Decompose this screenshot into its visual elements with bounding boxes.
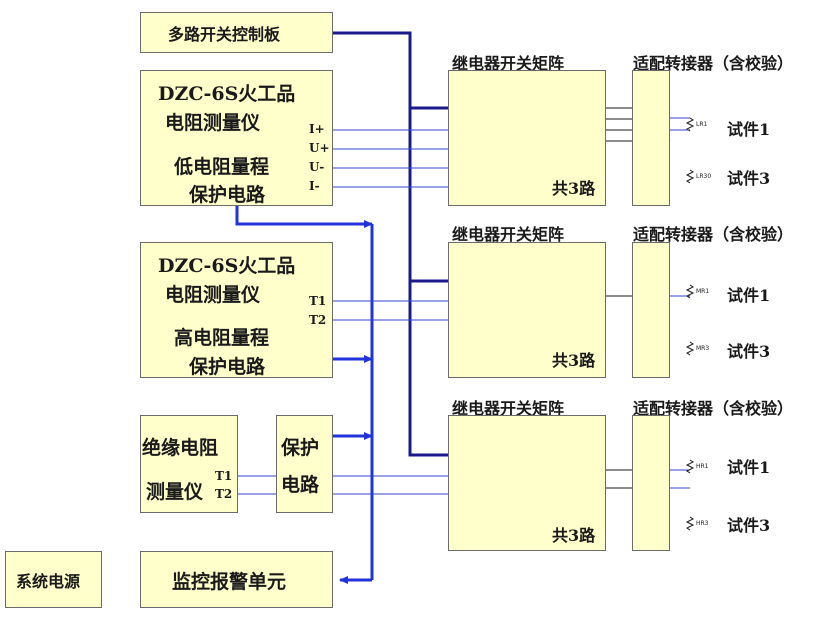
insulation-meter-line2: 测量仪 <box>146 481 204 503</box>
relay-matrix-box-2 <box>448 242 606 378</box>
protect-box <box>276 415 333 513</box>
resistor-label-hr1: HR1 <box>696 463 709 470</box>
low-meter-line2: 电阻测量仪 <box>165 112 261 134</box>
port-t1-high: T1 <box>309 294 327 308</box>
port-u-plus: U+ <box>309 141 330 155</box>
relay-matrix-box-1 <box>448 70 606 206</box>
low-meter-line4: 保护电路 <box>189 184 266 206</box>
adapter-box-2 <box>632 242 670 378</box>
relay-title-3: 继电器开关矩阵 <box>452 399 565 418</box>
low-meter-box <box>140 70 333 206</box>
adapter-box-3 <box>632 415 670 551</box>
port-t2-insulation: T2 <box>215 487 233 501</box>
relay-title-2: 继电器开关矩阵 <box>452 225 565 244</box>
low-meter-line3: 低电阻量程 <box>174 156 270 178</box>
port-i-plus: I+ <box>309 122 325 136</box>
port-i-minus: I- <box>309 179 320 193</box>
relay-count-3: 共3路 <box>552 526 596 545</box>
control-board-label: 多路开关控制板 <box>168 25 281 44</box>
adapter-title-1: 适配转接器（含校验） <box>633 54 794 73</box>
resistor-label-lr30: LR30 <box>696 173 712 180</box>
alarm-box <box>140 551 333 608</box>
protect-box-line2: 电路 <box>281 474 320 496</box>
high-meter-line3: 高电阻量程 <box>174 327 270 349</box>
insulation-meter-box <box>140 415 238 513</box>
protect-box-line1: 保护 <box>281 437 320 459</box>
high-meter-line1: DZC-6S火工品 <box>158 255 296 277</box>
adapter-box-1 <box>632 70 670 206</box>
relay-matrix-box-3 <box>448 415 606 551</box>
relay-title-1: 继电器开关矩阵 <box>452 54 565 73</box>
high-meter-line4: 保护电路 <box>189 356 266 378</box>
adapter-title-3: 适配转接器（含校验） <box>633 399 794 418</box>
item1-row1: 试件1 <box>727 120 771 139</box>
port-u-minus: U- <box>309 160 325 174</box>
item3-row1: 试件3 <box>727 169 771 188</box>
item3-row3: 试件3 <box>727 516 771 535</box>
port-t2-high: T2 <box>309 313 327 327</box>
resistor-symbols <box>685 117 695 531</box>
port-t1-insulation: T1 <box>215 469 233 483</box>
adapter-title-2: 适配转接器（含校验） <box>633 225 794 244</box>
high-meter-line2: 电阻测量仪 <box>165 284 261 306</box>
alarm-label: 监控报警单元 <box>172 571 287 593</box>
item1-row2: 试件1 <box>727 286 771 305</box>
item1-row3: 试件1 <box>727 458 771 477</box>
resistor-label-mr3: MR3 <box>696 345 710 352</box>
resistor-label-lr1: LR1 <box>696 121 708 128</box>
resistor-label-mr1: MR1 <box>696 288 710 295</box>
relay-count-1: 共3路 <box>552 179 596 198</box>
item3-row2: 试件3 <box>727 342 771 361</box>
power-label: 系统电源 <box>16 572 81 591</box>
resistor-label-hr3: HR3 <box>696 520 709 527</box>
power-box <box>5 551 102 608</box>
relay-count-2: 共3路 <box>552 351 596 370</box>
control-board-box <box>140 12 333 53</box>
low-meter-line1: DZC-6S火工品 <box>158 83 296 105</box>
high-meter-box <box>140 242 333 378</box>
insulation-meter-line1: 绝缘电阻 <box>142 437 219 459</box>
